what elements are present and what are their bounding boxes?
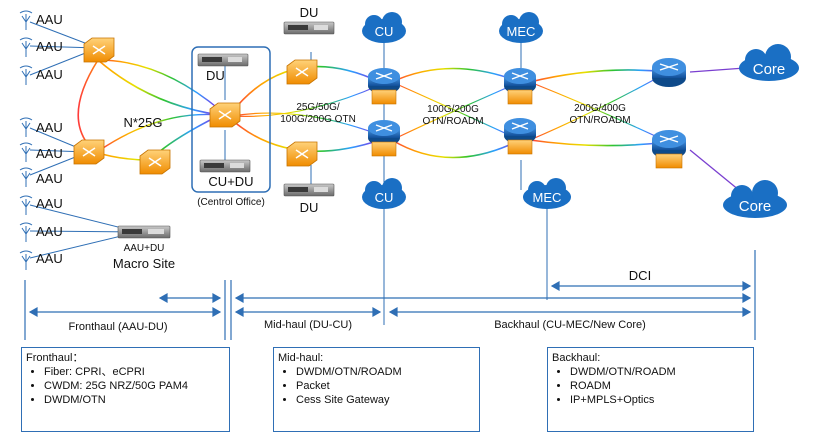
clouds	[362, 12, 799, 218]
aau-label: AAU	[36, 224, 63, 239]
aau-label: AAU	[36, 39, 63, 54]
core-rate-label: 100G/200G	[427, 104, 479, 115]
du-server-icon	[283, 183, 335, 197]
segment-arrows	[24, 250, 756, 340]
list-item: CWDM: 25G NRZ/50G PAM4	[44, 379, 226, 393]
router-icon	[368, 68, 400, 105]
backhaul-info-box: Backhaul: DWDM/OTN/ROADM ROADM IP+MPLS+O…	[547, 347, 754, 432]
core-cloud-icon	[723, 180, 787, 218]
aau-label: AAU	[36, 251, 63, 266]
aau-du-label: AAU+DU	[124, 243, 165, 254]
mec-label: MEC	[507, 24, 536, 39]
cu-label: CU	[375, 190, 394, 205]
midhaul-info-box: Mid-haul: DWDM/OTN/ROADM Packet Cess Sit…	[273, 347, 480, 432]
du-server-icon	[197, 53, 249, 67]
cu-cloud-icon	[362, 12, 406, 43]
du-label: DU	[300, 5, 319, 20]
router-icon	[368, 120, 400, 157]
core-label: Core	[739, 198, 772, 215]
list-item: DWDM/OTN/ROADM	[296, 365, 476, 379]
du-label: DU	[206, 68, 225, 83]
switch-icon	[73, 139, 105, 165]
aau-label: AAU	[36, 146, 63, 161]
backhaul-rate-label: 200G/400G	[574, 103, 626, 114]
midhaul-box-title: Mid-haul:	[278, 352, 324, 364]
segment-labels: Fronthaul (AAU-DU) Mid-haul (DU-CU) Back…	[68, 319, 645, 333]
mec-cloud-icon	[523, 178, 571, 209]
diagram-labels: DU DU DU CU+DU (Centrol Office) AAU+DU M…	[113, 5, 651, 283]
du-server-icon	[199, 159, 251, 173]
du-label: DU	[300, 200, 319, 215]
access-switches	[73, 37, 318, 175]
aau-label: AAU	[36, 67, 63, 82]
switch-icon	[83, 37, 115, 63]
central-office-box	[191, 46, 271, 193]
cu-du-label: CU+DU	[208, 174, 253, 189]
aau-labels: AAU AAU AAU AAU AAU AAU AAU AAU AAU	[36, 12, 63, 266]
du-server-icon	[117, 225, 171, 239]
backhaul-box-title: Backhaul:	[552, 352, 601, 364]
router-icon	[504, 118, 536, 155]
du-server-icon	[283, 21, 335, 35]
list-item: DWDM/OTN/ROADM	[570, 365, 750, 379]
switch-icon	[286, 141, 318, 167]
aau-label: AAU	[36, 12, 63, 27]
cu-label: CU	[375, 24, 394, 39]
du-units	[117, 21, 335, 239]
core-cloud-icon	[739, 44, 799, 81]
aau-label: AAU	[36, 171, 63, 186]
list-item: Fiber: CPRI、eCPRI	[44, 365, 226, 379]
aau-antennas	[19, 10, 33, 270]
cloud-labels: CU MEC Core CU MEC Core	[375, 24, 786, 215]
n25g-label: N*25G	[123, 115, 162, 130]
router-icon	[652, 130, 686, 169]
fronthaul-segment-label: Fronthaul (AAU-DU)	[68, 321, 167, 333]
backhaul-segment-label: Backhaul (CU-MEC/New Core)	[494, 319, 646, 331]
macro-site-label: Macro Site	[113, 256, 175, 271]
fronthaul-info-box: Fronthaul： Fiber: CPRI、eCPRI CWDM: 25G N…	[21, 347, 230, 432]
list-item: DWDM/OTN	[44, 393, 226, 407]
mec-cloud-icon	[499, 12, 543, 43]
list-item: Cess Site Gateway	[296, 393, 476, 407]
midhaul-box-list: DWDM/OTN/ROADM Packet Cess Site Gateway	[278, 365, 476, 407]
routers	[368, 58, 686, 169]
central-office-label: (Centrol Office)	[197, 197, 265, 208]
switch-icon	[286, 59, 318, 85]
fronthaul-box-title: Fronthaul：	[26, 352, 84, 364]
switch-icon	[139, 149, 171, 175]
midhaul-segment-label: Mid-haul (DU-CU)	[264, 319, 352, 331]
midhaul-rate-label: 100G/200G OTN	[280, 114, 356, 125]
backhaul-box-list: DWDM/OTN/ROADM ROADM IP+MPLS+Optics	[552, 365, 750, 407]
list-item: ROADM	[570, 379, 750, 393]
mec-label: MEC	[533, 190, 562, 205]
dci-label: DCI	[629, 268, 651, 283]
router-icon	[504, 68, 536, 105]
fronthaul-box-list: Fiber: CPRI、eCPRI CWDM: 25G NRZ/50G PAM4…	[26, 365, 226, 407]
aau-label: AAU	[36, 196, 63, 211]
backhaul-rate-label: OTN/ROADM	[569, 115, 630, 126]
aau-label: AAU	[36, 120, 63, 135]
core-rate-label: OTN/ROADM	[422, 116, 483, 127]
list-item: Packet	[296, 379, 476, 393]
router-icon	[652, 58, 686, 87]
midhaul-rate-label: 25G/50G/	[296, 102, 340, 113]
list-item: IP+MPLS+Optics	[570, 393, 750, 407]
core-label: Core	[753, 61, 786, 78]
cu-cloud-icon	[362, 178, 406, 209]
switch-icon	[209, 102, 241, 128]
